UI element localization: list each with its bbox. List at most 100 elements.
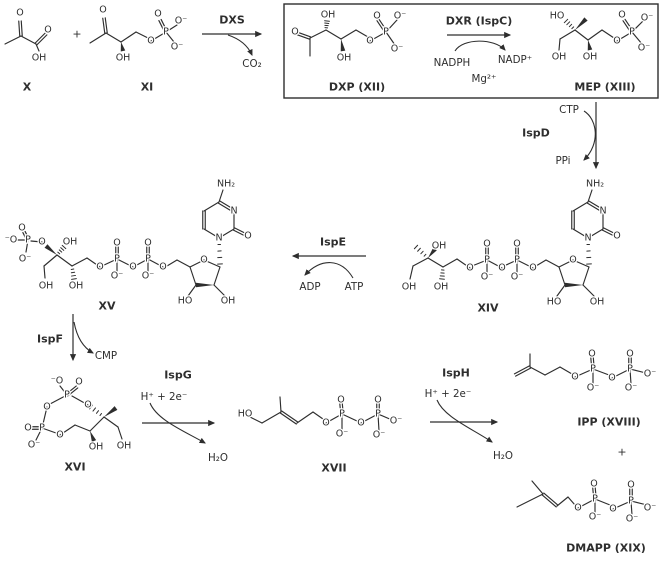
atom-label: ⁻O [5,235,18,246]
bond [65,385,77,395]
arrow-curve [436,399,493,443]
atom-label: O [16,8,23,19]
bond [601,229,616,237]
enzyme-label: DXS [219,14,245,27]
plus-sign: + [72,28,81,41]
atom-label: P [39,423,45,434]
cofactor-label: PPi [555,155,570,167]
bond [516,259,534,269]
bond [43,265,46,279]
bond [103,416,119,428]
bond [545,259,560,268]
bond [117,426,123,440]
atom-label: O [498,263,505,274]
enzyme-label: IspG [164,369,192,382]
bond [541,494,557,508]
arrow-curve [454,40,506,52]
bond [360,413,379,424]
atom-label: O⁻ [336,429,349,440]
atom-label: O [44,25,51,36]
cofactor-label: H⁺ + 2e⁻ [141,391,188,403]
bond [30,240,43,243]
atom-label: P [629,27,635,38]
arrow-curve [304,262,354,279]
bond [89,416,105,432]
atom-label: P [627,364,633,375]
bond [116,258,134,268]
bond [531,480,544,495]
bond [563,18,569,24]
atom-label: OH [434,282,449,293]
atom-label: P [383,27,389,38]
bond [558,266,566,286]
atom-label: HO [238,409,253,420]
atom-label: OH [89,442,104,453]
atom-label: O [159,262,166,273]
bond [20,20,23,37]
bond [529,366,546,376]
atom-label: OH [432,241,447,252]
atom-label: HO [178,296,193,307]
bond [376,20,386,34]
atom-label: O⁻ [175,16,188,27]
bond [187,284,197,297]
atom-label: O [374,395,381,406]
atom-label: OH [321,10,336,21]
bond [544,366,561,376]
bond [61,244,67,250]
bond [261,411,282,424]
atom-label: O⁻ [626,514,639,525]
compound-label: X [23,81,32,94]
bond [409,265,414,280]
bond [160,18,168,33]
bond [631,20,644,33]
atom-label: O [483,239,490,250]
bond [516,493,544,508]
bond [616,31,633,42]
cofactor-label: H₂O [493,450,513,462]
bond [279,412,297,425]
bond [587,189,593,203]
atom-label: O [154,9,161,20]
bond [571,26,575,30]
bond [513,365,530,375]
compound-label: MEP (XIII) [574,81,635,94]
bond [456,258,471,269]
wedge-bond [90,431,97,442]
arrow-curve [149,402,206,444]
bond [42,406,48,425]
atom-label: O⁻ [373,430,386,441]
bond [592,368,610,376]
atom-label: O⁻ [625,383,638,394]
bond [89,404,93,410]
bond [471,259,488,267]
atom-label: P [484,255,490,266]
atom-label: O [627,480,634,491]
bond [630,500,633,516]
atom-label: O [38,237,45,248]
compound-label: DXP (XII) [329,81,385,94]
atom-label: O [144,238,151,249]
atom-label: P [64,390,70,401]
atom-label: O [613,36,620,47]
atom-label: O [590,479,597,490]
atom-label: HO [547,297,562,308]
wedge-bond [196,282,214,288]
bond [602,227,617,235]
bond [71,278,77,280]
bond [166,259,178,267]
atom-label: O [200,255,207,266]
atom-label: O [466,263,473,274]
bond [515,367,532,377]
atom-label: P [145,254,151,265]
bond [577,498,596,509]
plus-sign: + [617,446,626,459]
bond [631,31,643,45]
bond [104,17,108,34]
atom-label: O [96,262,103,273]
